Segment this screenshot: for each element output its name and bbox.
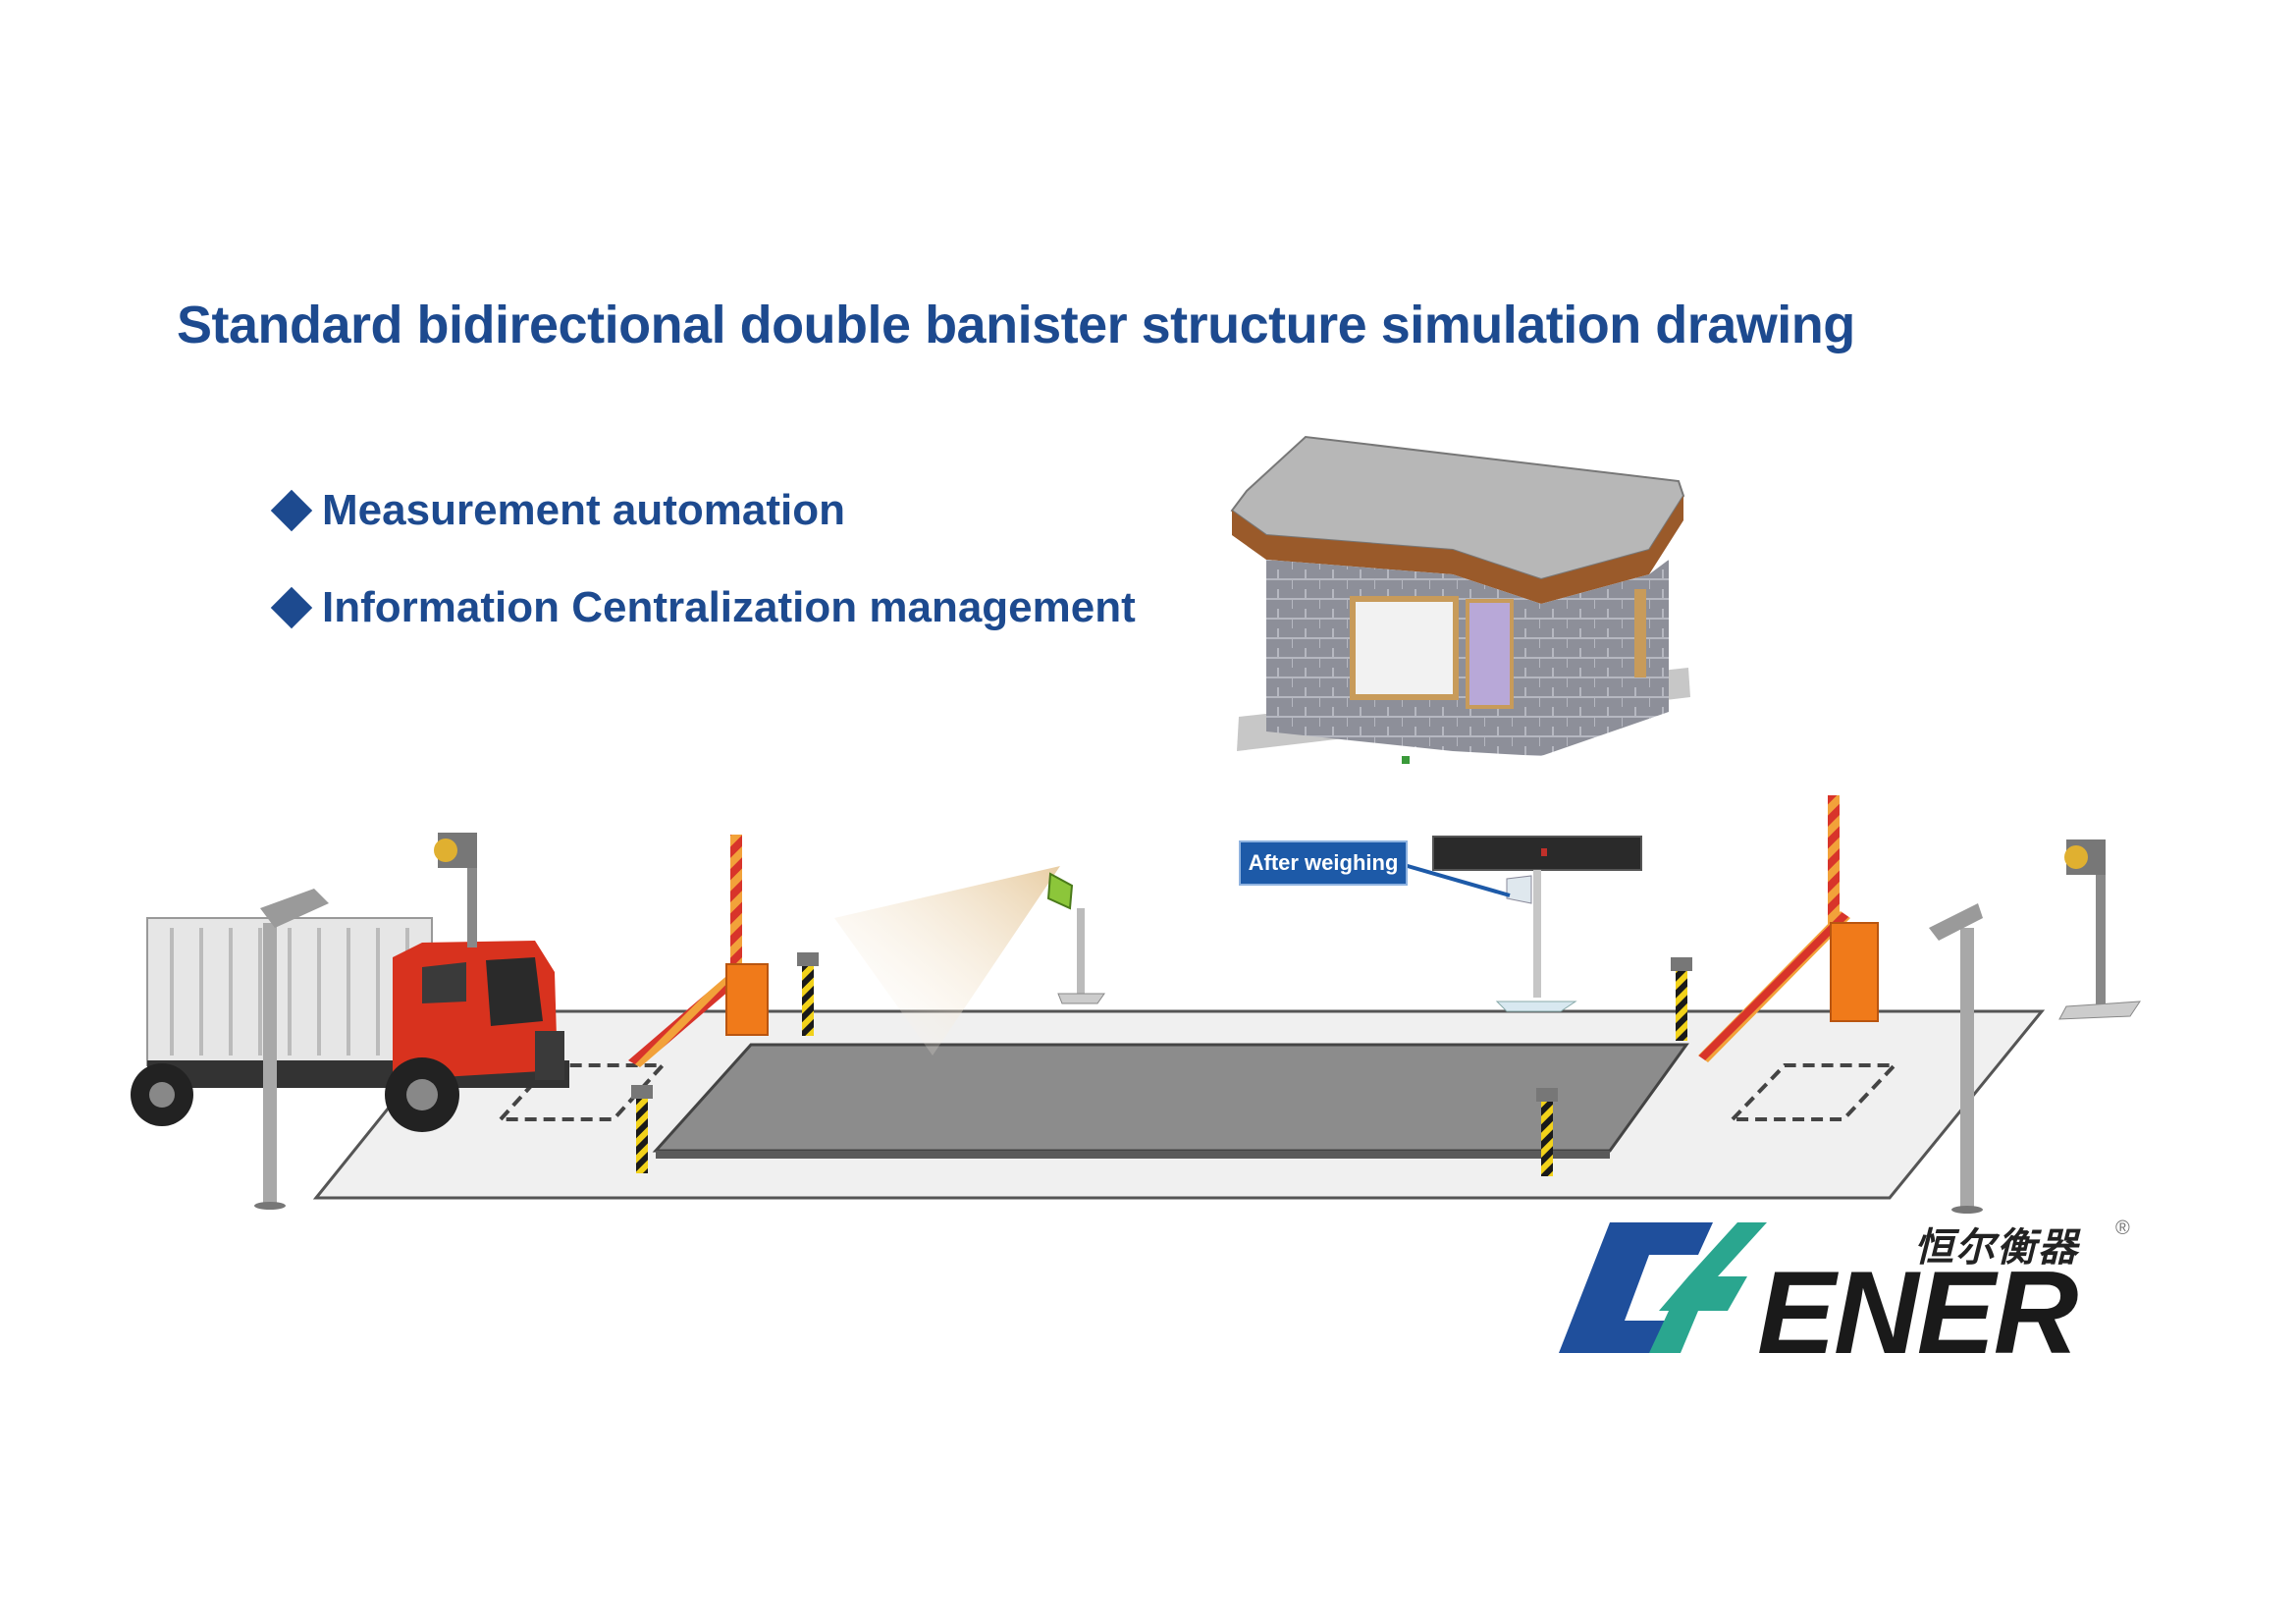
after-weighing-callout: After weighing: [1239, 840, 1408, 886]
hener-logo-mark: [1559, 1222, 1767, 1353]
light-beam: [834, 866, 1060, 1056]
safety-post-2: [631, 1085, 653, 1173]
weighing-platform: [652, 1043, 1689, 1153]
camera-pole-right: [1929, 903, 1983, 1214]
guard-booth: [1230, 435, 1690, 764]
barrier-left: [628, 835, 769, 1067]
callout-leader: [1393, 860, 1511, 897]
light-post: [1046, 872, 1105, 1004]
bullet-measurement: Measurement automation: [270, 486, 845, 535]
truck: [131, 917, 569, 1132]
logo-chinese-text: 恒尔衡器: [1914, 1226, 2079, 1270]
page-title: Standard bidirectional double banister s…: [177, 296, 1855, 354]
bullet-text: Information Centralization management: [322, 583, 1136, 631]
traffic-light-left: [434, 833, 477, 947]
barrier-right: [1698, 795, 1879, 1062]
logo-english-text: ENER: [1757, 1247, 2078, 1379]
display-board: [1432, 836, 1642, 1012]
safety-post-1: [797, 952, 819, 1036]
camera-pole-left: [254, 889, 329, 1210]
safety-post-3: [1671, 957, 1692, 1041]
safety-post-4: [1536, 1088, 1558, 1176]
registered-mark: ®: [2115, 1218, 2130, 1239]
traffic-light-right: [2058, 839, 2141, 1020]
bullet-text: Measurement automation: [322, 486, 845, 534]
bullet-information: Information Centralization management: [270, 583, 1136, 632]
